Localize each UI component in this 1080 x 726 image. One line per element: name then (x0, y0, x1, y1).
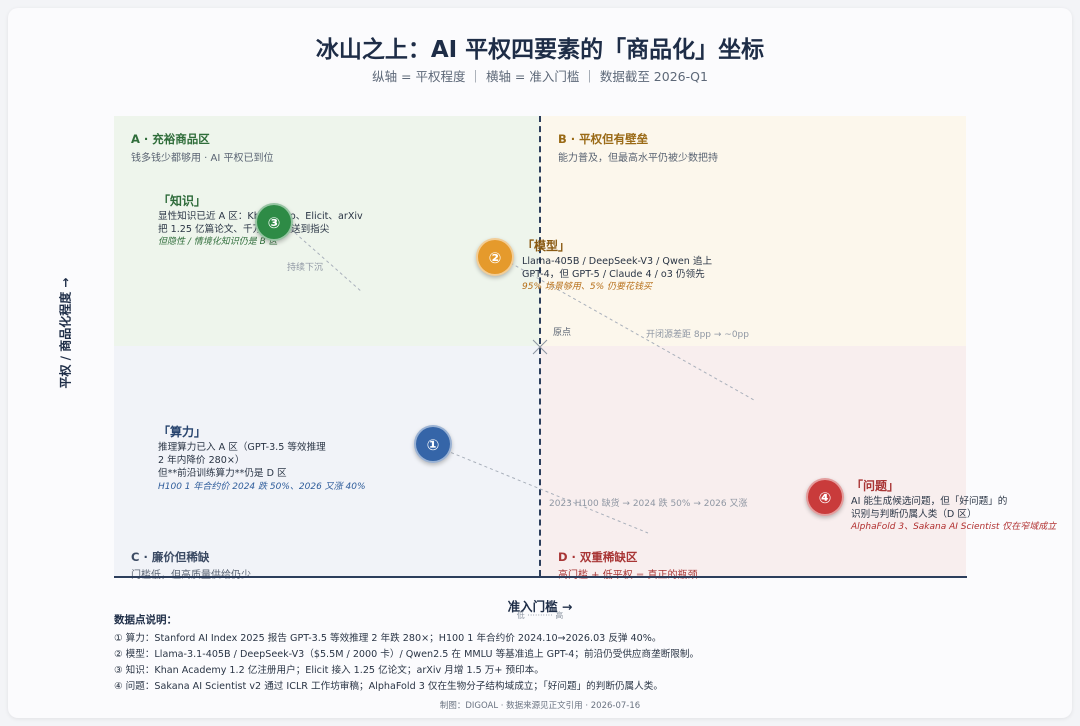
notes-title: 数据点说明： (114, 614, 177, 626)
x-axis-line (114, 576, 967, 578)
footer-credit: 制图：DIGOAL · 数据来源见正文引用 · 2026-07-16 (439, 701, 641, 711)
trend-line-model (499, 256, 755, 401)
point-compute-title: 「算力」 (158, 425, 207, 439)
quadrant-c (114, 346, 540, 577)
trend-line-knowledge (285, 224, 363, 293)
trend-label-knowledge: 持续下沉 (287, 263, 324, 273)
trend-label-model: 开闭源差距 8pp → ~0pp (646, 330, 749, 340)
point-model-title: 「模型」 (522, 239, 571, 253)
note-knowledge: ③ 知识：Khan Academy 1.2 亿注册用户；Elicit 接入 1.… (114, 665, 544, 676)
point-question-title: 「问题」 (851, 479, 900, 493)
point-question-marker: ④ (806, 478, 844, 516)
x-axis-scale-hint: 低 ·········· 高 (516, 611, 564, 620)
quadrant-b-subtitle: 能力普及，但最高水平仍被少数把持 (558, 153, 718, 164)
page-title: 冰山之上：AI 平权四要素的「商品化」坐标 (315, 37, 765, 63)
note-question: ④ 问题：Sakana AI Scientist v2 通过 ICLR 工作坊审… (114, 681, 663, 692)
point-question-note: AlphaFold 3、Sakana AI Scientist 仅在窄域成立 (851, 522, 1057, 532)
quadrant-d (540, 346, 966, 577)
point-compute-note: H100 1 年合约价 2024 跌 50%、2026 又涨 40% (158, 482, 366, 492)
point-model-line-1: Llama-405B / DeepSeek-V3 / Qwen 追上 (522, 256, 713, 267)
point-compute-line-2: 2 年内降价 280×） (158, 455, 245, 466)
origin-label: 原点 (553, 328, 572, 338)
note-compute: ① 算力：Stanford AI Index 2025 报告 GPT-3.5 等… (114, 633, 662, 644)
note-model: ② 模型：Llama-3.1-405B / DeepSeek-V3（$5.5M … (114, 649, 700, 660)
quadrant-d-subtitle: 高门槛 + 低平权 = 真正的瓶颈 (558, 566, 697, 581)
point-compute-line-1: 推理算力已入 A 区（GPT-3.5 等效推理 (158, 442, 326, 453)
quadrant-b (540, 116, 966, 346)
point-compute-line-3: 但**前沿训练算力**仍是 D 区 (158, 468, 287, 479)
point-model-note: 95% 场景够用、5% 仍要花钱买 (522, 282, 653, 292)
point-model-line-2: GPT-4，但 GPT-5 / Claude 4 / o3 仍领先 (522, 269, 705, 280)
quadrant-a-title: A · 充裕商品区 (131, 132, 210, 146)
point-knowledge-title: 「知识」 (158, 194, 207, 208)
y-divider-line (539, 116, 541, 576)
point-question-line-2: 识别与判断仍属人类（D 区） (851, 509, 977, 520)
point-model-marker: ② (476, 238, 514, 276)
quadrant-d-title: D · 双重稀缺区 (558, 550, 638, 564)
trend-line-compute (439, 447, 649, 534)
quadrant-c-subtitle: 门槛低，但高质量供给仍少 (131, 566, 251, 581)
point-knowledge-line-2: 把 1.25 亿篇论文、千万课程压送到指尖 (158, 224, 330, 235)
origin-cross-b (532, 339, 548, 355)
page-subtitle: 纵轴 = 平权程度 ｜ 横轴 = 准入门槛 ｜ 数据截至 2026-Q1 (372, 69, 708, 84)
trend-label-compute: 2023 H100 缺货 → 2024 跌 50% → 2026 又涨 (549, 499, 748, 509)
x-axis-label: 准入门槛 → (507, 599, 573, 614)
point-compute-marker: ① (414, 425, 452, 463)
quadrant-a-subtitle: 钱多钱少都够用 · AI 平权已到位 (131, 153, 274, 164)
quadrant-c-title: C · 廉价但稀缺 (131, 550, 210, 564)
point-knowledge-marker: ③ (255, 203, 293, 241)
quadrant-a (114, 116, 540, 346)
point-knowledge-note: 但隐性 / 情境化知识仍是 B 区 (158, 237, 278, 247)
quadrant-b-title: B · 平权但有壁垒 (558, 132, 649, 146)
point-question-line-1: AI 能生成候选问题，但「好问题」的 (851, 496, 1008, 507)
